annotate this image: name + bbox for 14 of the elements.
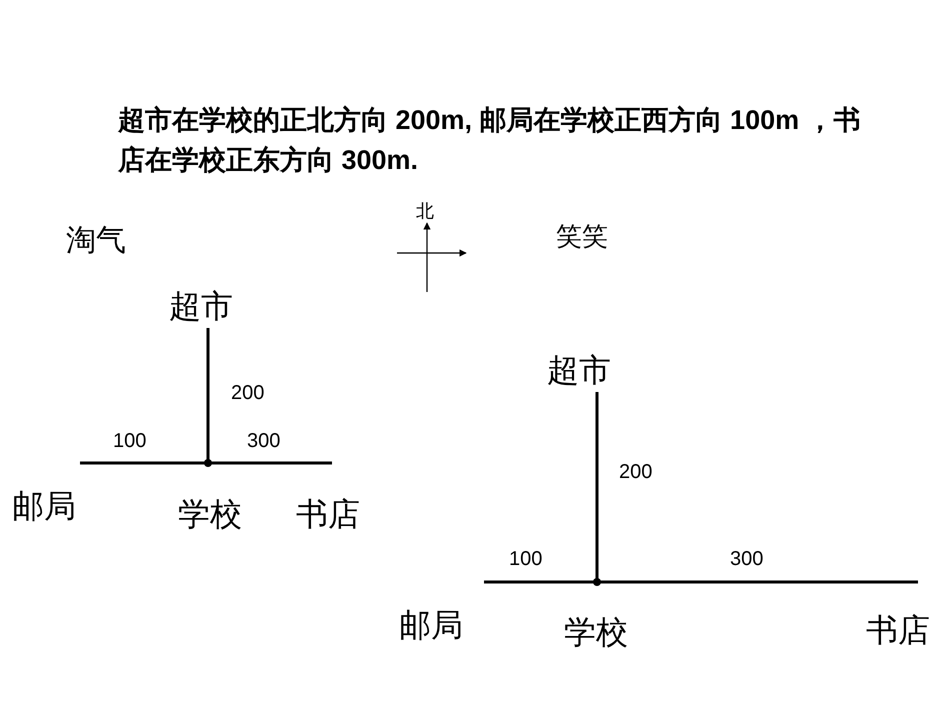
place-name: 超市 [169, 288, 233, 324]
place-name: 书店 [866, 612, 930, 648]
place-name: 学校 [564, 614, 628, 650]
location-dot [593, 578, 601, 586]
location-dot [204, 459, 212, 467]
place-name: 书店 [296, 496, 360, 532]
place-name: 邮局 [399, 607, 463, 643]
place-name: 超市 [547, 352, 611, 388]
place-name: 学校 [178, 496, 242, 532]
heading: 超市在学校的正北方向 200m, 邮局在学校正西方向 100m ，书店在学校正东方向 300m. [118, 104, 862, 177]
north-label: 北 [416, 200, 434, 222]
map-title: 淘气 [66, 224, 126, 258]
place-name: 邮局 [12, 488, 76, 524]
map-title: 笑笑 [556, 222, 608, 252]
